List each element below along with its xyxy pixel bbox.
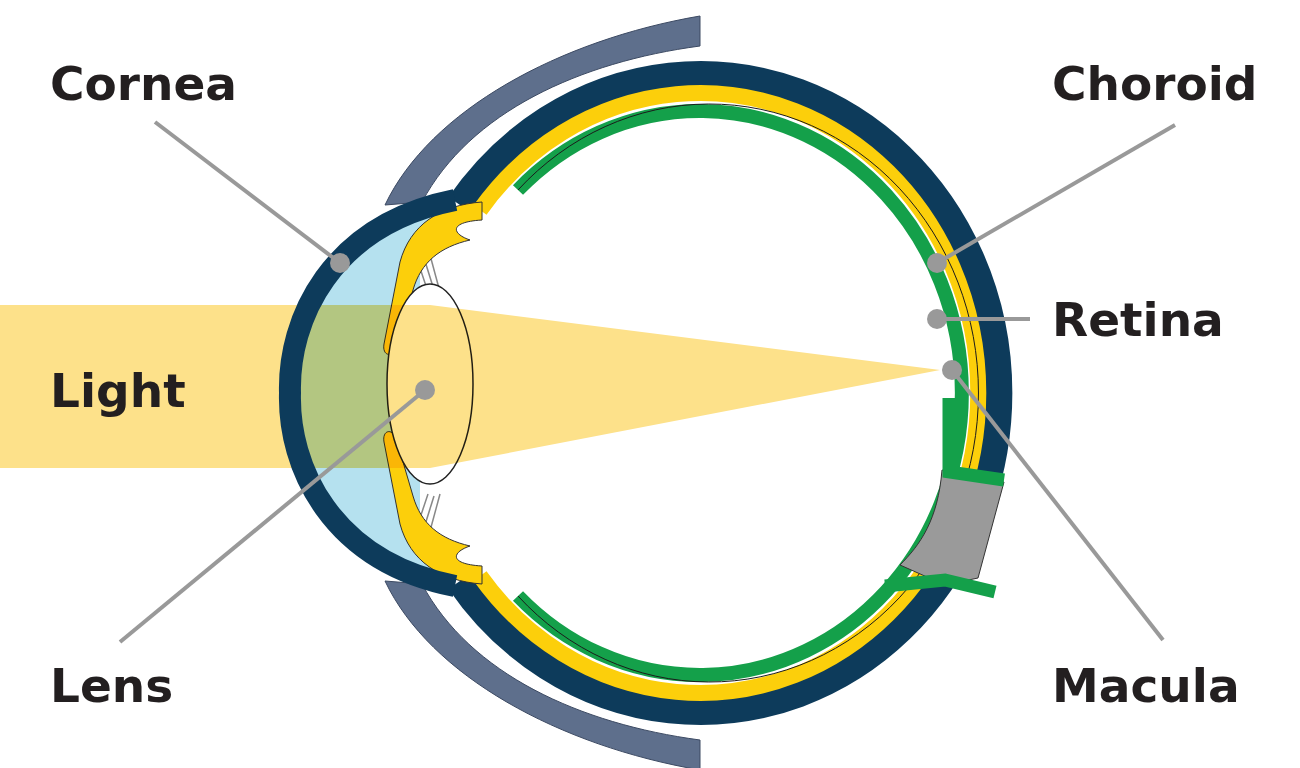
light-beam	[0, 305, 940, 468]
part-label: Macula	[1052, 662, 1240, 709]
retina-fold	[885, 580, 995, 592]
part-label: Lens	[50, 662, 173, 709]
part-label: Light	[50, 367, 186, 414]
part-label: Cornea	[50, 60, 237, 107]
optic-nerve	[900, 470, 1004, 585]
leader-lines	[120, 122, 1175, 642]
retina-fold	[949, 398, 1004, 480]
leader-dots	[330, 253, 962, 400]
cornea-shape	[290, 200, 455, 586]
part-label: Retina	[1052, 296, 1224, 343]
part-label: Choroid	[1052, 60, 1257, 107]
